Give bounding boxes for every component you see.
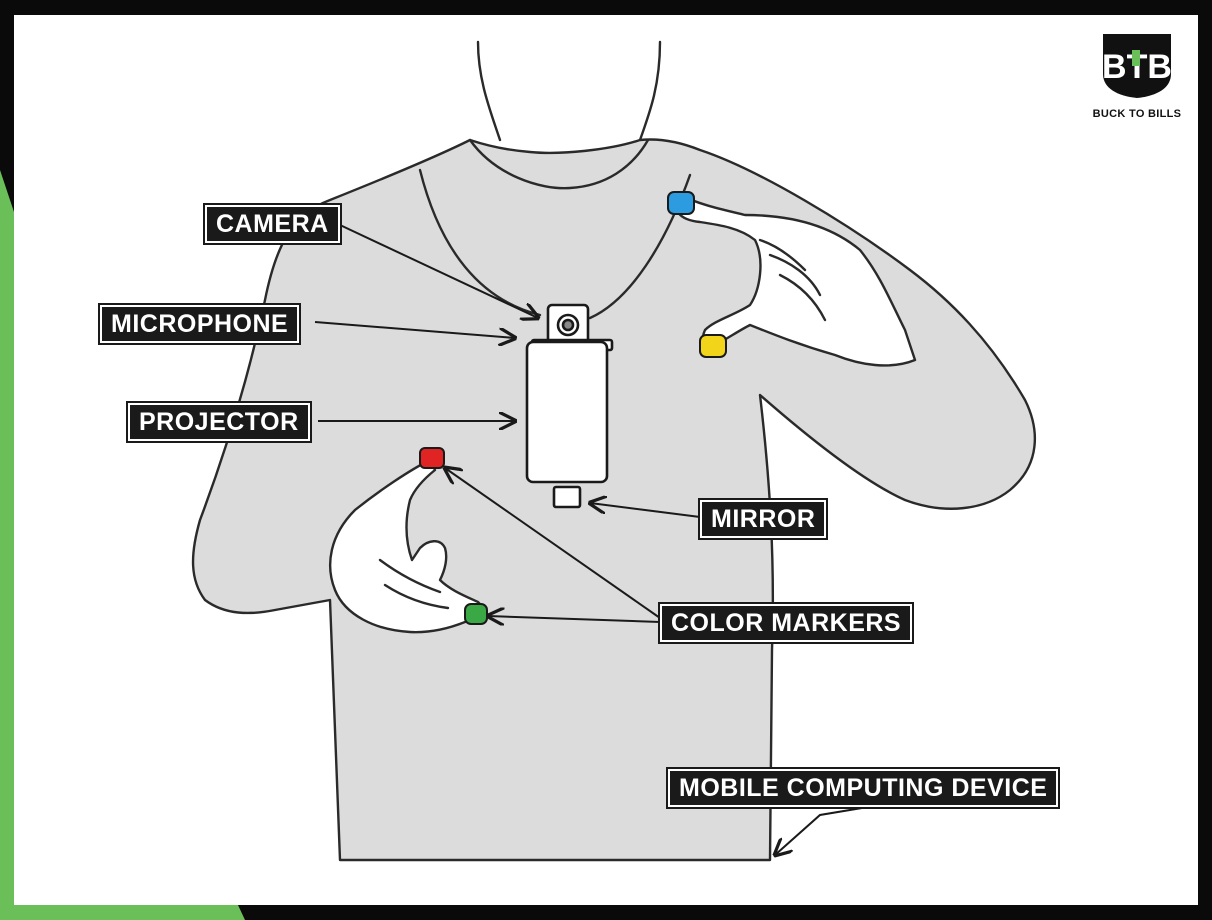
marker-blue [667, 191, 695, 215]
projector-body [525, 340, 609, 484]
arrow-color-markers-red [445, 468, 661, 619]
label-projector: PROJECTOR [126, 401, 312, 443]
collar [468, 138, 650, 190]
label-mirror: MIRROR [697, 498, 829, 540]
arrow-mobile-device [775, 804, 881, 855]
arrow-mirror [590, 503, 701, 518]
brand-logo: BTB BUCK TO BILLS [1082, 30, 1192, 120]
neck [476, 40, 662, 142]
wearable-device [525, 303, 614, 509]
arrow-camera [339, 224, 538, 318]
label-mobile-computing-device: MOBILE COMPUTING DEVICE [665, 767, 1061, 809]
lower-hand-fingers [378, 558, 450, 610]
mirror-unit [552, 485, 582, 509]
camera-strap-left [418, 168, 542, 317]
upper-hand [674, 193, 917, 367]
btb-monogram-icon: BTB [1102, 34, 1172, 98]
marker-red [419, 447, 445, 469]
arrow-microphone [314, 321, 515, 338]
finger-markers [419, 191, 727, 625]
arrow-color-markers-green [488, 616, 661, 622]
logo-text: BUCK TO BILLS [1092, 108, 1182, 120]
label-camera: CAMERA [203, 203, 342, 245]
marker-yellow [699, 334, 727, 358]
camera-lens-inner [561, 318, 575, 332]
leader-arrows [314, 224, 881, 855]
label-color-markers: COLOR MARKERS [657, 602, 915, 644]
upper-hand-fingers [758, 238, 827, 322]
label-microphone: MICROPHONE [97, 303, 302, 345]
marker-green [464, 603, 488, 625]
